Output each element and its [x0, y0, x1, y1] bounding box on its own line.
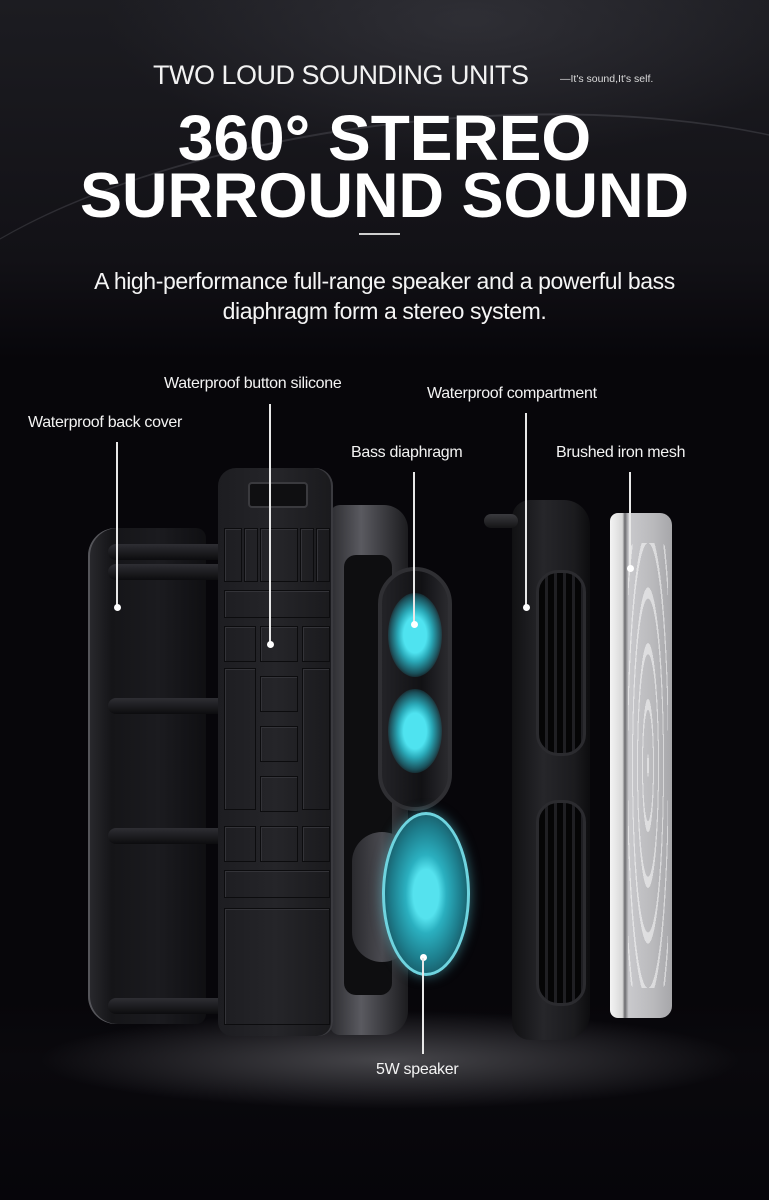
button-silicone-part: [218, 468, 333, 1036]
panel-cell: [302, 826, 330, 862]
volume-up-button-cell: [260, 776, 298, 812]
callout-label: Waterproof back cover: [28, 414, 183, 431]
iron-mesh-part: [610, 513, 672, 1018]
panel-cell: [224, 908, 330, 1025]
panel-cell: [224, 826, 256, 862]
rib: [108, 828, 226, 844]
upper-cone: [388, 593, 442, 677]
mesh-pattern: [628, 543, 668, 988]
callout-dot: [411, 621, 418, 628]
mode-button-cell: [260, 676, 298, 712]
description: A high-performance full-range speaker an…: [94, 268, 675, 324]
panel-cell: [260, 826, 298, 862]
callout-label: Brushed iron mesh: [556, 444, 686, 461]
title-divider: [359, 233, 400, 235]
lower-cone: [388, 689, 442, 773]
panel-cell: [224, 668, 256, 810]
panel-cell: [224, 590, 330, 618]
tagline: —It's sound,It's self.: [560, 73, 654, 85]
callout-leader-line: [269, 404, 271, 644]
panel-cell: [244, 528, 258, 582]
rib: [108, 698, 226, 714]
panel-cell: [224, 870, 330, 898]
callout-dot: [523, 604, 530, 611]
main-title-line-2: SURROUND SOUND: [79, 161, 690, 231]
panel-cell: [316, 528, 330, 582]
eyebrow-heading: TWO LOUD SOUNDING UNITS: [153, 60, 529, 90]
callout-leader-line: [116, 442, 118, 606]
handle-slot: [248, 482, 308, 508]
panel-cell: [260, 528, 298, 582]
panel-cell: [302, 668, 330, 810]
callout-dot: [420, 954, 427, 961]
rib: [108, 544, 226, 560]
panel-cell: [302, 626, 330, 662]
rib: [108, 564, 226, 580]
callout-leader-line: [525, 413, 527, 607]
upper-vent: [536, 570, 586, 756]
callout-dot: [627, 565, 634, 572]
panel-cell: [224, 626, 256, 662]
callout-leader-line: [629, 472, 631, 568]
bass-diaphragm-part: [378, 567, 452, 811]
lower-vent: [536, 800, 586, 1006]
callout-leader-line: [422, 958, 424, 1054]
callout-leader-line: [413, 472, 415, 624]
panel-cell: [224, 528, 242, 582]
callout-dot: [114, 604, 121, 611]
power-button-cell: [260, 626, 298, 662]
callout-label: Waterproof button silicone: [164, 375, 342, 392]
driver-cone: [382, 812, 470, 976]
callout-dot: [267, 641, 274, 648]
callout-label: Waterproof compartment: [427, 385, 597, 402]
compartment-part: [484, 500, 590, 1040]
back-cover-part: [88, 528, 226, 1024]
mount-peg: [484, 514, 518, 528]
callout-label: Bass diaphragm: [351, 444, 463, 461]
main-title-line-1: 360° STEREO: [177, 102, 592, 174]
callout-label: 5W speaker: [376, 1061, 459, 1078]
volume-down-button-cell: [260, 726, 298, 762]
rib: [108, 998, 226, 1014]
panel-cell: [300, 528, 314, 582]
5w-speaker-part: [352, 812, 470, 977]
